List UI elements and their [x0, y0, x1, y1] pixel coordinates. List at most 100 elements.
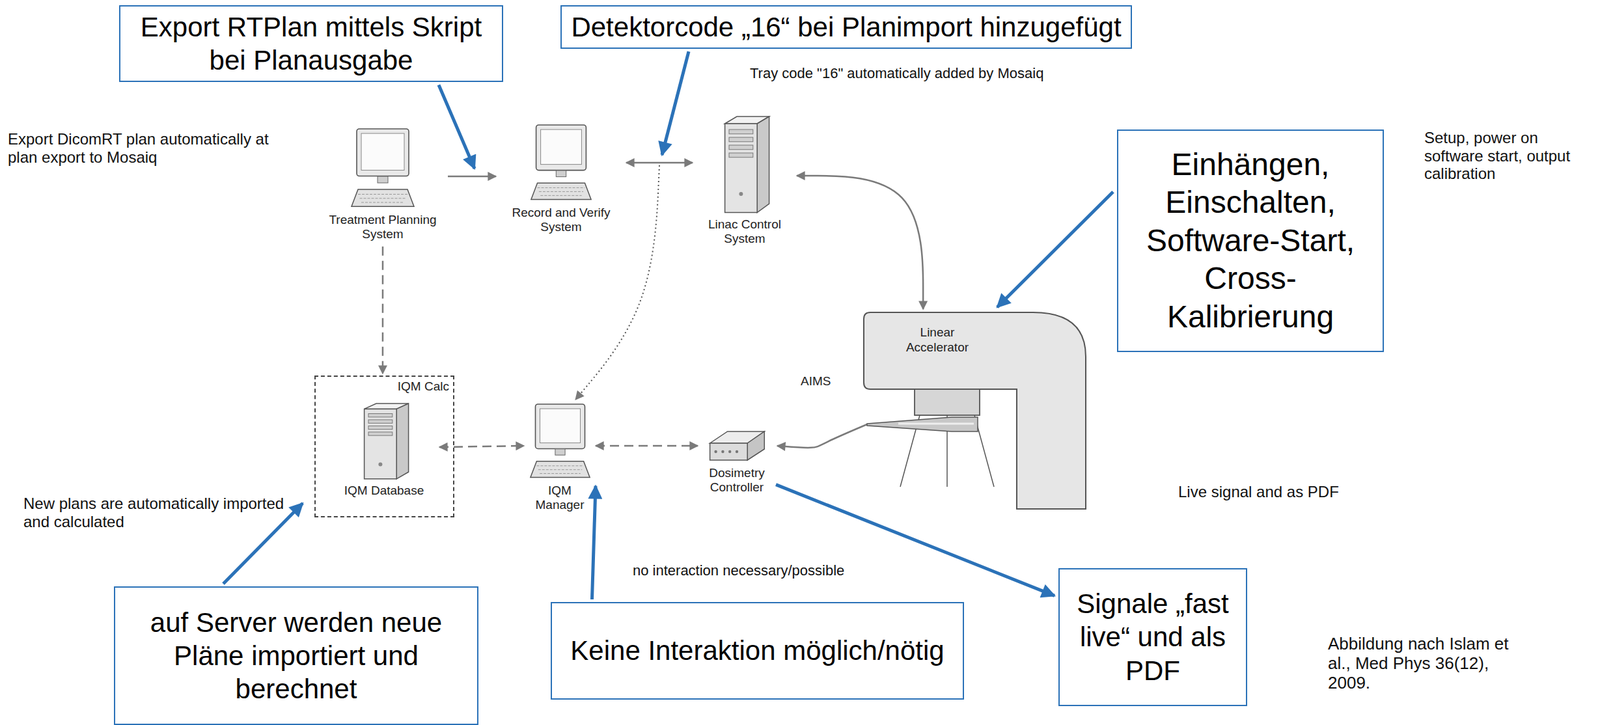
controller-icon: Dosimetry Controller	[697, 429, 776, 495]
aims-chamber	[867, 417, 978, 432]
node-label: IQM Calc	[397, 379, 450, 394]
drive-bay	[729, 137, 754, 142]
callout-arrow	[592, 486, 597, 600]
node-label: Dosimetry Controller	[697, 466, 776, 495]
connector-arrow	[447, 175, 497, 178]
controller-led	[728, 450, 732, 454]
server-icon: IQM Database	[328, 402, 440, 498]
controller-led	[721, 450, 724, 454]
keyboard-keys	[358, 193, 408, 195]
node-label: Export RTPlan mittels Skript bei Planaus…	[129, 10, 493, 77]
icon-drawing	[358, 402, 411, 480]
controller-side	[747, 431, 765, 461]
callout-box: Export RTPlan mittels Skript bei Planaus…	[119, 5, 504, 83]
server-icon: Linac Control System	[692, 115, 797, 247]
callout-arrow	[223, 503, 303, 584]
connector-arrow	[626, 162, 693, 165]
power-button	[738, 192, 743, 196]
dashed-group-box: IQM CalcIQM Database	[314, 375, 455, 518]
server-side	[396, 403, 409, 480]
callout-box: Signale „fast live“ und als PDF	[1058, 568, 1248, 707]
keyboard-keys	[537, 187, 586, 189]
monitor-stand	[555, 170, 566, 178]
icon-drawing	[707, 429, 767, 463]
icon-drawing	[529, 402, 592, 480]
annotation-note: Live signal and as PDF	[1178, 482, 1339, 502]
computer-icon: Record and Verify System	[496, 123, 627, 235]
monitor-stand	[554, 449, 565, 456]
power-button	[378, 462, 383, 467]
annotation-note: Tray code "16" automatically added by Mo…	[749, 65, 1044, 82]
collimator	[914, 389, 980, 416]
computer-icon: IQM Manager	[524, 402, 596, 513]
node-label: Linear Accelerator	[895, 325, 980, 356]
monitor-screen	[361, 133, 405, 171]
callout-arrow	[775, 484, 1055, 597]
computer-icon: Treatment Planning System	[317, 127, 448, 242]
node-label: AIMS	[800, 374, 831, 389]
callout-arrow	[997, 192, 1114, 308]
annotation-note: no interaction necessary/possible	[632, 562, 845, 579]
keyboard-keys	[539, 473, 581, 474]
connector-arrow	[382, 246, 385, 374]
controller-front	[710, 443, 748, 461]
annotation-note: New plans are automatically imported and…	[23, 494, 297, 531]
drive-bay	[368, 425, 393, 429]
server-side	[757, 116, 769, 213]
controller-led	[735, 450, 739, 454]
monitor	[535, 404, 585, 449]
callout-box: Detektorcode „16“ bei Planimport hinzuge…	[560, 5, 1132, 49]
linac-gantry: Linear Accelerator	[862, 311, 1088, 511]
dotted-data-tap	[575, 165, 660, 400]
keyboard-keys	[537, 469, 582, 470]
annotation-note: Setup, power on software start, output c…	[1424, 128, 1587, 183]
node-label: Signale „fast live“ und als PDF	[1068, 587, 1237, 688]
icon-drawing	[529, 123, 593, 202]
callout-box: Keine Interaktion möglich/nötig	[550, 602, 965, 700]
node-label: Einhängen, Einschalten, Software-Start, …	[1127, 145, 1374, 337]
monitor-screen	[539, 408, 580, 443]
monitor	[536, 124, 587, 171]
monitor-screen	[540, 129, 582, 165]
node-label: Record and Verify System	[496, 205, 627, 235]
connector-arrow	[439, 445, 525, 448]
keyboard-keys	[536, 465, 584, 467]
callout-pointer	[662, 51, 689, 155]
drive-bay	[368, 432, 393, 436]
callout-box: auf Server werden neue Pläne importiert …	[113, 586, 479, 725]
keyboard	[529, 461, 590, 478]
node-label: Detektorcode „16“ bei Planimport hinzuge…	[570, 10, 1121, 44]
keyboard	[531, 182, 592, 200]
annotation-note: Abbildung nach Islam et al., Med Phys 36…	[1327, 634, 1524, 694]
connector-arrow	[595, 445, 698, 448]
aims-highlight	[898, 423, 974, 426]
node-label: auf Server werden neue Pläne importiert …	[124, 606, 469, 707]
node-label: Keine Interaktion möglich/nötig	[570, 634, 944, 668]
drive-bay	[368, 413, 393, 418]
server-front	[364, 408, 398, 479]
gantry	[863, 312, 1086, 510]
keyboard-keys	[538, 191, 584, 193]
monitor	[356, 128, 409, 177]
callout-box: Einhängen, Einschalten, Software-Start, …	[1117, 129, 1384, 353]
node-label: IQM Manager	[524, 483, 596, 513]
node-label: Treatment Planning System	[317, 212, 448, 242]
server-front	[725, 123, 758, 213]
linac-drawing	[862, 311, 1088, 511]
icon-drawing	[350, 127, 416, 209]
annotation-note: Export DicomRT plan automatically at pla…	[7, 130, 288, 166]
detector-chamber: AIMS	[800, 374, 980, 437]
node-label: IQM Database	[344, 483, 425, 498]
controller-led	[714, 450, 717, 454]
drive-bay	[729, 152, 754, 158]
icon-drawing	[718, 115, 771, 214]
connector-arrow	[796, 175, 924, 310]
drive-bay	[729, 129, 754, 135]
monitor-stand	[377, 176, 388, 183]
node-label: Linac Control System	[692, 217, 797, 247]
keyboard-keys	[540, 195, 582, 196]
drive-bay	[729, 145, 754, 150]
keyboard-keys	[361, 202, 405, 204]
connector-arrow	[777, 424, 868, 448]
keyboard-keys	[359, 197, 407, 199]
